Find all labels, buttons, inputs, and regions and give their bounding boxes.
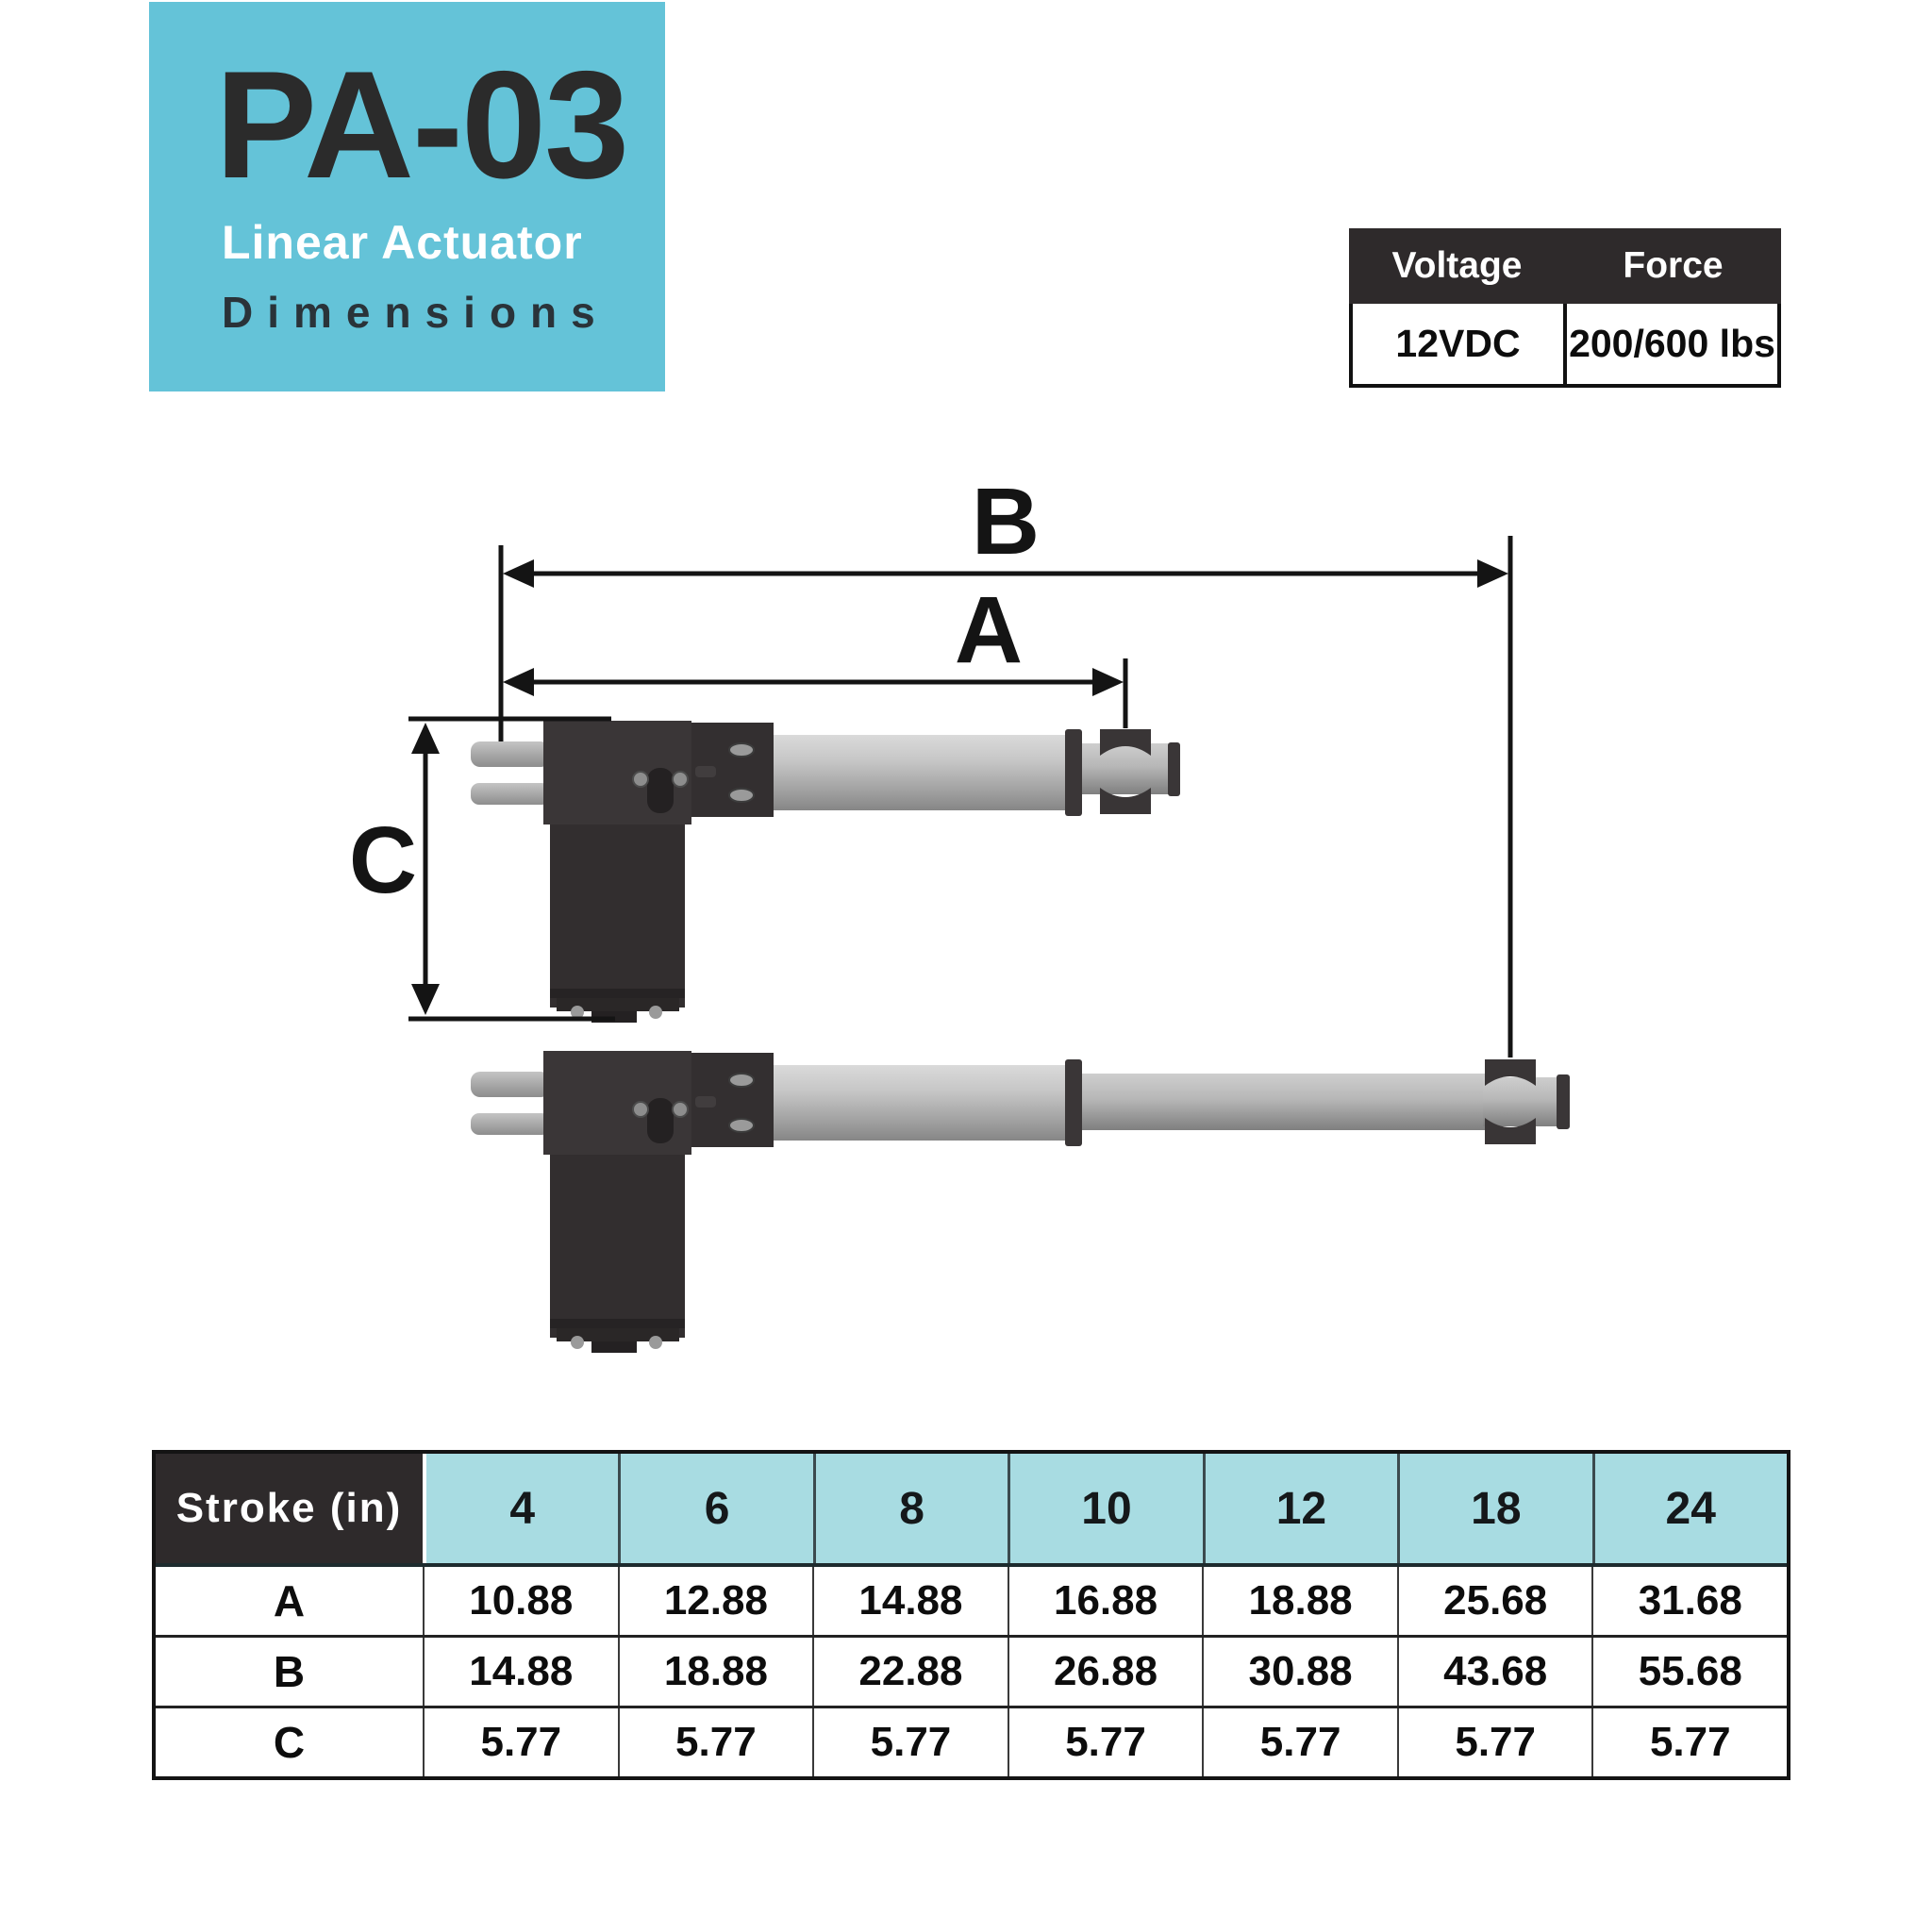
cell-b-8: 22.88 — [812, 1638, 1008, 1706]
row-label-a: A — [273, 1576, 306, 1625]
stroke-header-label: Stroke (in) — [156, 1454, 423, 1563]
dim-label-c: C — [348, 808, 418, 913]
spec-value-voltage: 12VDC — [1395, 322, 1521, 365]
sheet-caption: Dimensions — [222, 288, 609, 337]
cell-c-8: 5.77 — [812, 1708, 1008, 1776]
cell-a-6: 12.88 — [617, 1567, 813, 1635]
dim-arrow-b-right — [1477, 559, 1508, 588]
actuator-retracted — [470, 720, 1180, 1024]
model-number: PA-03 — [215, 40, 629, 210]
piston-rod — [1082, 743, 1172, 794]
spec-table: Voltage Force 12VDC 200/600 lbs — [1349, 228, 1781, 388]
stroke-col-6: 6 — [618, 1454, 813, 1563]
stroke-col-10: 10 — [1008, 1454, 1203, 1563]
stroke-col-18: 18 — [1397, 1454, 1592, 1563]
cell-b-6: 18.88 — [617, 1638, 813, 1706]
row-label-c: C — [273, 1718, 306, 1767]
title-block — [149, 2, 665, 391]
table-row-a: A 10.88 12.88 14.88 16.88 18.88 25.68 31… — [156, 1567, 1787, 1635]
dimension-lines — [408, 536, 1513, 1058]
table-row-b: B 14.88 18.88 22.88 26.88 30.88 43.68 55… — [156, 1635, 1787, 1706]
cell-a-8: 14.88 — [812, 1567, 1008, 1635]
stroke-table-header-row: Stroke (in) 4 6 8 10 12 18 24 — [156, 1454, 1787, 1567]
stroke-col-8: 8 — [812, 1454, 1008, 1563]
dim-arrow-a-left — [503, 668, 534, 696]
extended-rod-end-cap — [1557, 1074, 1570, 1129]
cell-b-10: 26.88 — [1007, 1638, 1203, 1706]
dim-label-a: A — [954, 577, 1024, 683]
dim-arrow-b-left — [503, 559, 534, 588]
extended-piston-rod — [1483, 1077, 1560, 1126]
cell-c-4: 5.77 — [423, 1708, 618, 1776]
spec-table-row: 12VDC 200/600 lbs — [1349, 304, 1781, 388]
product-type: Linear Actuator — [222, 216, 583, 269]
cell-a-12: 18.88 — [1202, 1567, 1397, 1635]
spec-header-force: Force — [1623, 245, 1724, 286]
cell-b-4: 14.88 — [423, 1638, 618, 1706]
cell-a-4: 10.88 — [423, 1567, 618, 1635]
cell-b-12: 30.88 — [1202, 1638, 1397, 1706]
cell-a-10: 16.88 — [1007, 1567, 1203, 1635]
dim-arrow-c-down — [411, 984, 440, 1015]
actuator-extended — [470, 1050, 1570, 1354]
cell-c-12: 5.77 — [1202, 1708, 1397, 1776]
dim-arrow-c-up — [411, 723, 440, 754]
dim-label-b: B — [971, 469, 1041, 575]
stroke-col-12: 12 — [1202, 1454, 1398, 1563]
extended-inner-tube — [1082, 1074, 1491, 1130]
cell-a-24: 31.68 — [1591, 1567, 1787, 1635]
cell-c-24: 5.77 — [1591, 1708, 1787, 1776]
spec-header-voltage: Voltage — [1391, 245, 1523, 286]
cell-c-6: 5.77 — [617, 1708, 813, 1776]
stroke-col-24: 24 — [1591, 1454, 1787, 1563]
stroke-col-4: 4 — [423, 1454, 619, 1563]
cell-a-18: 25.68 — [1396, 1567, 1592, 1635]
dim-arrow-a-right — [1092, 668, 1124, 696]
cell-c-10: 5.77 — [1007, 1708, 1203, 1776]
spec-table-header: Voltage Force — [1349, 228, 1781, 304]
cell-b-24: 55.68 — [1591, 1638, 1787, 1706]
rod-end-cap — [1168, 742, 1180, 796]
table-row-c: C 5.77 5.77 5.77 5.77 5.77 5.77 5.77 — [156, 1706, 1787, 1776]
stroke-table: Stroke (in) 4 6 8 10 12 18 24 A 10.88 12… — [152, 1450, 1790, 1780]
spec-value-force: 200/600 lbs — [1563, 304, 1777, 384]
row-label-b: B — [273, 1647, 306, 1696]
cell-c-18: 5.77 — [1396, 1708, 1592, 1776]
cell-b-18: 43.68 — [1396, 1638, 1592, 1706]
